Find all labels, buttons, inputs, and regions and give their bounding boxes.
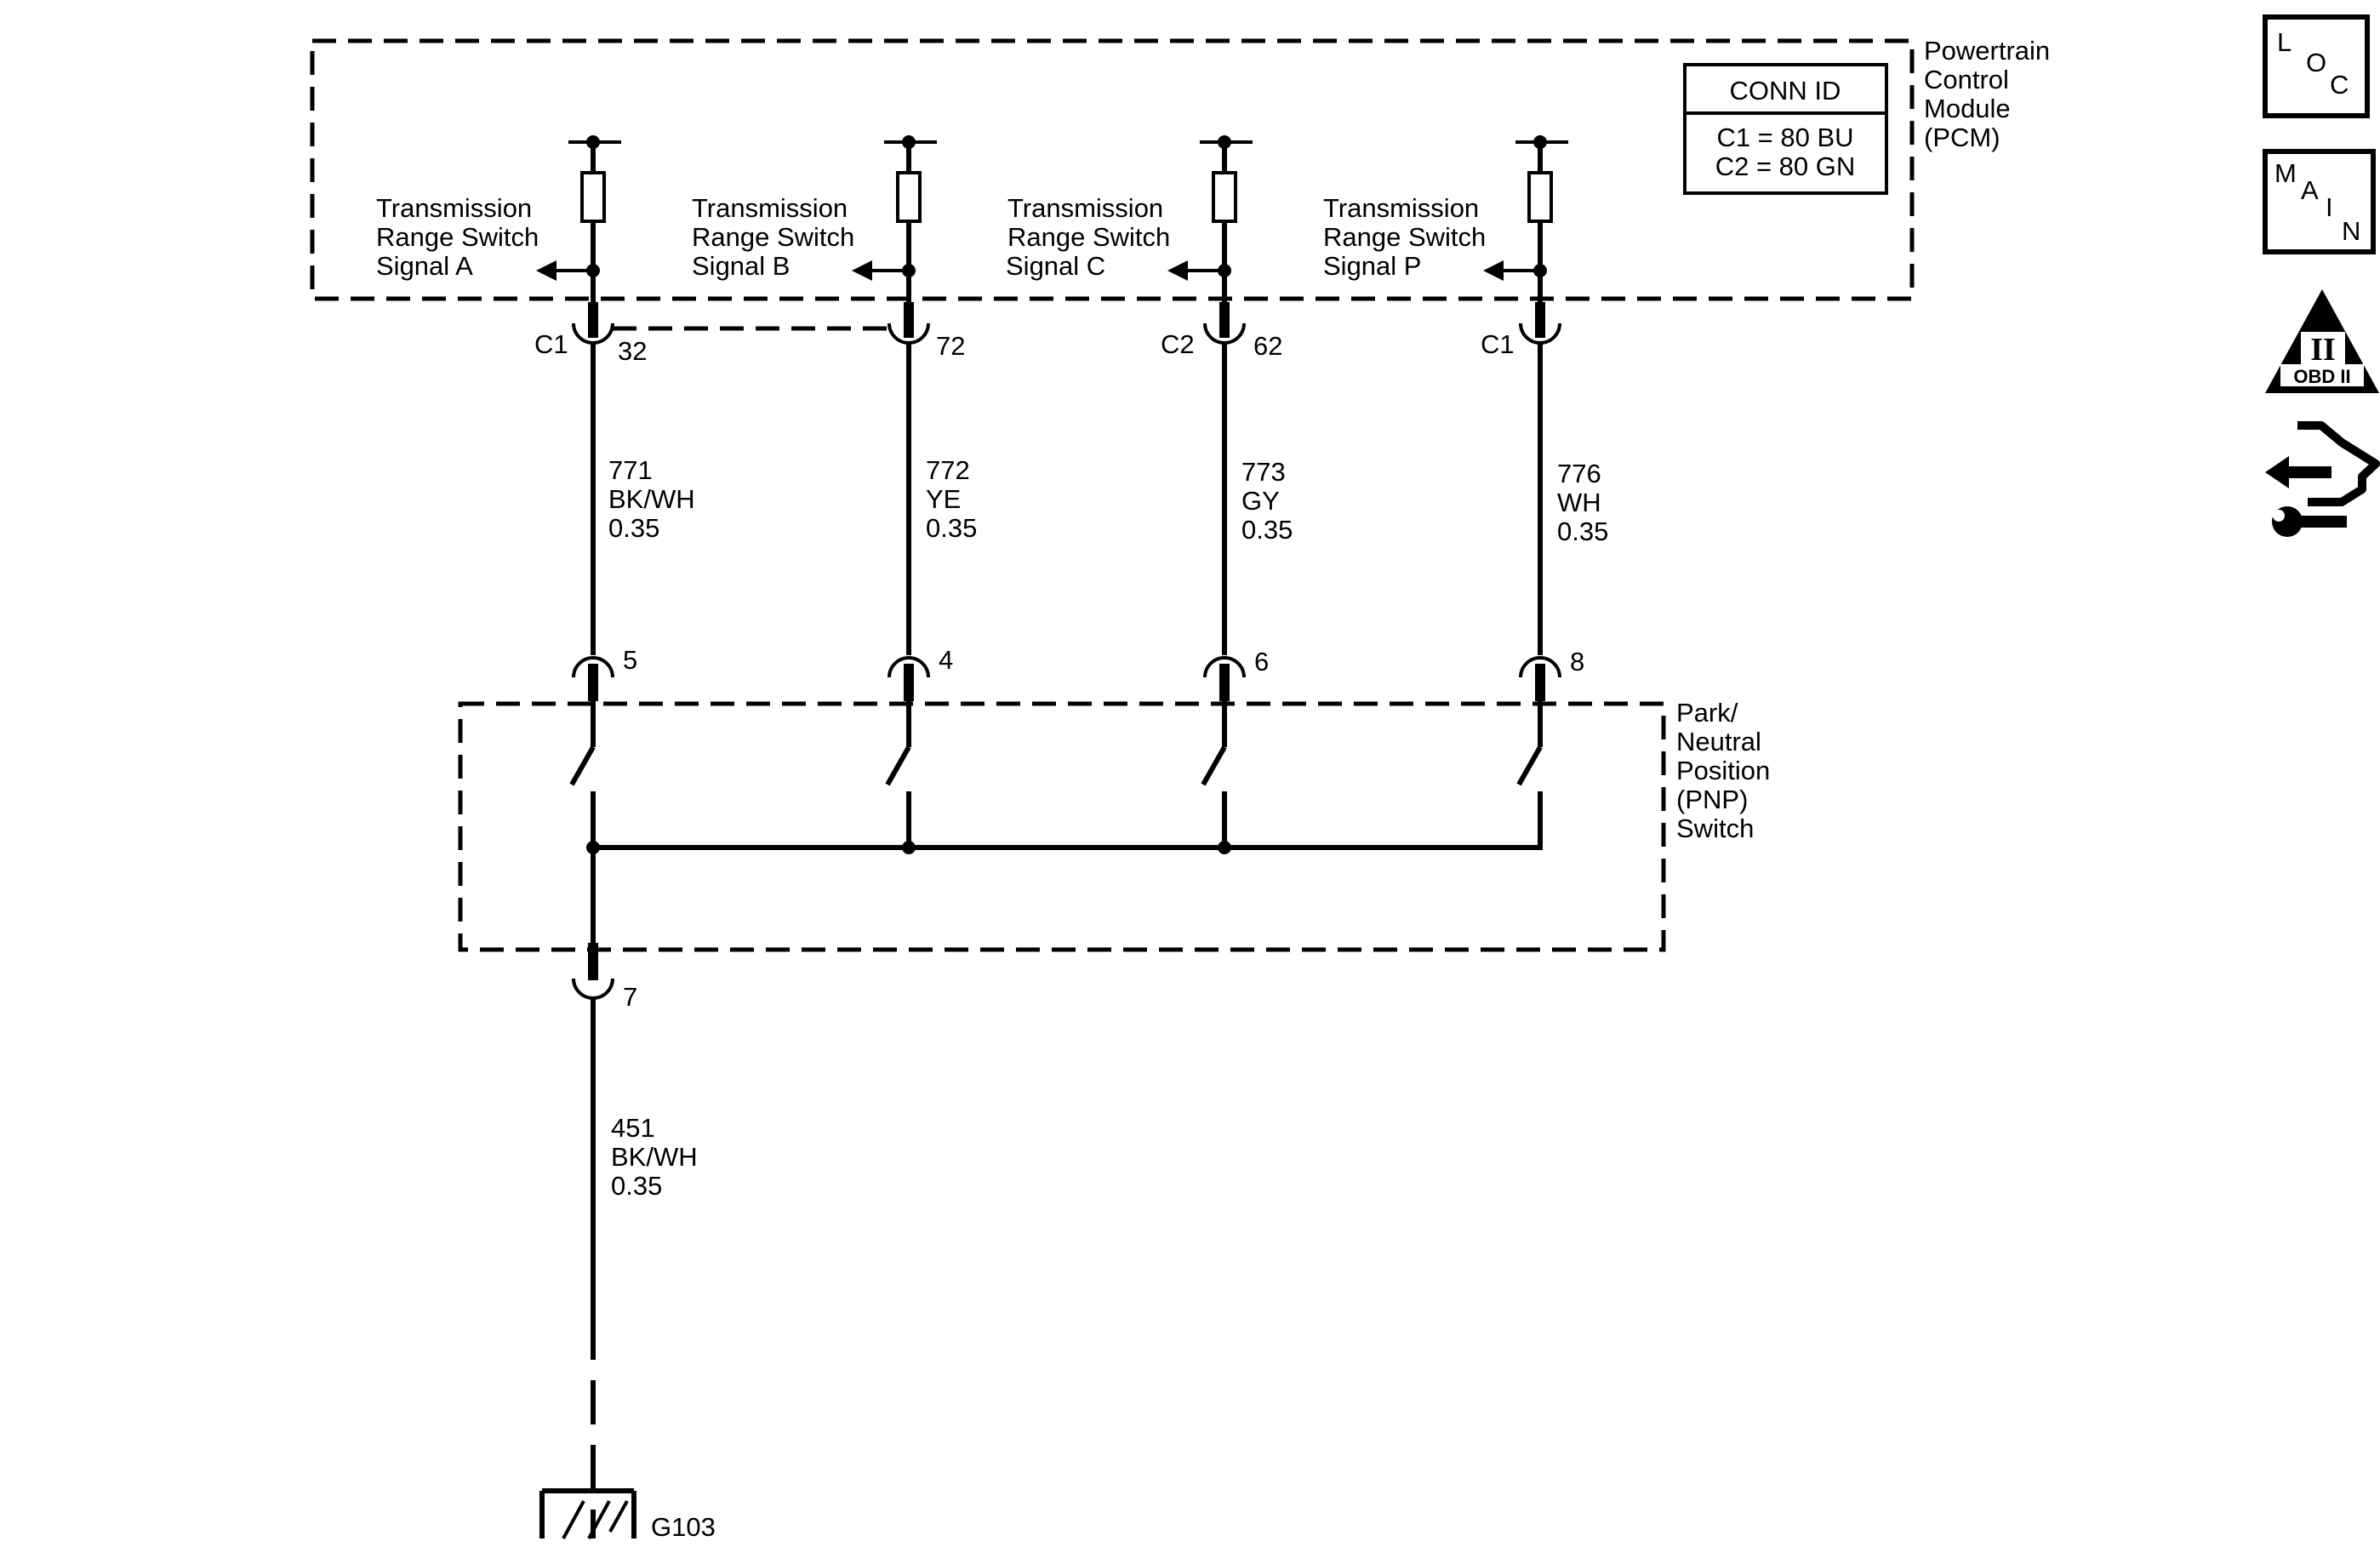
wrench-icon[interactable] (2265, 421, 2380, 537)
pnp-pin-b: 4 (939, 645, 953, 675)
svg-text:Range Switch: Range Switch (1007, 222, 1170, 252)
svg-text:Park/: Park/ (1676, 698, 1738, 728)
circuit-column-a (536, 135, 621, 701)
signal-label-c: Transmission Range Switch Signal C (1006, 193, 1170, 281)
svg-text:Transmission: Transmission (1007, 193, 1163, 223)
circuit-column-p (1483, 135, 1568, 701)
pcm-label-line-2: Control (1924, 65, 2009, 94)
pcm-label-line-1: Powertrain (1924, 36, 2050, 66)
ground-pin-label: 7 (623, 982, 637, 1012)
conn-id-line-1: C1 = 80 BU (1716, 123, 1853, 152)
circuit-column-b (852, 135, 937, 701)
pnp-pin-a: 5 (623, 645, 637, 675)
svg-text:0.35: 0.35 (926, 513, 977, 543)
svg-text:772: 772 (926, 455, 970, 485)
svg-text:N: N (2342, 216, 2360, 246)
svg-text:771: 771 (608, 455, 653, 485)
svg-text:Range Switch: Range Switch (1323, 222, 1486, 252)
ground-label: G103 (651, 1512, 716, 1542)
svg-text:M: M (2274, 158, 2297, 188)
svg-text:WH: WH (1557, 488, 1601, 517)
pin-label-c: 62 (1253, 331, 1282, 361)
svg-text:C: C (2330, 70, 2349, 100)
svg-text:(PNP): (PNP) (1676, 785, 1748, 814)
svg-text:YE: YE (926, 484, 961, 514)
svg-text:Transmission: Transmission (376, 193, 532, 223)
svg-text:0.35: 0.35 (1557, 517, 1608, 546)
svg-text:A: A (2301, 175, 2319, 205)
loc-icon[interactable]: L O C (2263, 14, 2370, 118)
svg-text:Range Switch: Range Switch (376, 222, 539, 252)
svg-text:O: O (2306, 48, 2326, 77)
signal-label-p: Transmission Range Switch Signal P (1323, 193, 1486, 281)
conn-id-table: CONN ID C1 = 80 BU C2 = 80 GN (1683, 63, 1888, 195)
connector-label-a: C1 (534, 329, 568, 359)
pcm-label-line-4: (PCM) (1924, 123, 2000, 152)
pnp-pin-p: 8 (1570, 647, 1584, 676)
wire-label-451: 451 BK/WH 0.35 (611, 1113, 698, 1201)
svg-text:II: II (2310, 332, 2336, 368)
svg-text:Signal C: Signal C (1006, 251, 1105, 281)
wire-label-773: 773 GY 0.35 (1241, 457, 1293, 545)
svg-text:Signal P: Signal P (1323, 251, 1421, 281)
wire-label-772: 772 YE 0.35 (926, 455, 977, 543)
pcm-label: Powertrain Control Module (PCM) (1924, 36, 2050, 152)
svg-text:GY: GY (1241, 486, 1280, 516)
svg-text:Switch: Switch (1676, 813, 1754, 843)
svg-text:Transmission: Transmission (1323, 193, 1479, 223)
conn-id-title: CONN ID (1730, 76, 1841, 106)
circuit-column-c (1167, 135, 1253, 701)
signal-label-b: Transmission Range Switch Signal B (692, 193, 854, 281)
svg-text:L: L (2277, 27, 2292, 57)
wire-label-771: 771 BK/WH 0.35 (608, 455, 695, 543)
svg-text:Neutral: Neutral (1676, 727, 1761, 756)
conn-id-line-2: C2 = 80 GN (1715, 151, 1856, 181)
svg-text:0.35: 0.35 (611, 1171, 662, 1201)
pin-label-b: 72 (936, 331, 965, 361)
svg-text:Signal B: Signal B (692, 251, 790, 281)
pcm-label-line-3: Module (1924, 94, 2011, 123)
wire-label-776: 776 WH 0.35 (1557, 459, 1608, 546)
pnp-pin-c: 6 (1254, 647, 1269, 676)
obd-ii-icon[interactable]: II OBD II (2265, 289, 2379, 393)
pnp-switch-box (458, 701, 1666, 952)
pin-label-a: 32 (618, 336, 647, 366)
svg-text:451: 451 (611, 1113, 655, 1143)
svg-text:OBD II: OBD II (2293, 366, 2350, 387)
svg-text:BK/WH: BK/WH (611, 1142, 698, 1172)
pnp-label: Park/ Neutral Position (PNP) Switch (1676, 698, 1770, 843)
svg-text:773: 773 (1241, 457, 1286, 487)
svg-text:0.35: 0.35 (1241, 515, 1293, 545)
svg-text:Position: Position (1676, 756, 1770, 785)
main-icon[interactable]: M A I N (2263, 149, 2376, 254)
svg-text:Transmission: Transmission (692, 193, 848, 223)
connector-label-c: C2 (1161, 329, 1195, 359)
svg-text:Range Switch: Range Switch (692, 222, 854, 252)
signal-label-a: Transmission Range Switch Signal A (376, 193, 539, 281)
ground-symbol-icon (539, 1488, 636, 1539)
ground-connector (572, 848, 614, 1538)
svg-text:Signal A: Signal A (376, 251, 473, 281)
pnp-switch-contacts (569, 701, 1543, 854)
connector-label-p: C1 (1481, 329, 1515, 359)
svg-text:776: 776 (1557, 459, 1601, 488)
pcm-module-box (310, 38, 1915, 301)
svg-text:0.35: 0.35 (608, 513, 659, 543)
svg-text:BK/WH: BK/WH (608, 484, 695, 514)
svg-text:I: I (2326, 192, 2333, 222)
